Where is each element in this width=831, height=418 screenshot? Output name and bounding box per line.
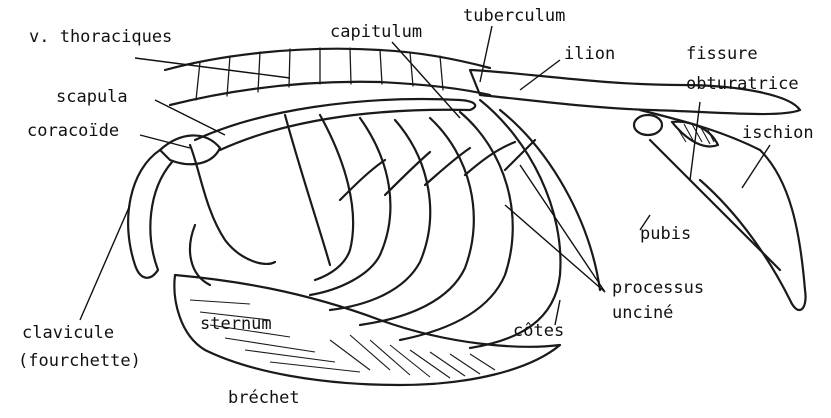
label-clavicule: clavicule — [22, 325, 114, 342]
furcula-bone — [128, 150, 172, 278]
label-sternum: sternum — [200, 316, 272, 333]
label-fissure: fissure — [686, 46, 758, 63]
label-scapula: scapula — [56, 89, 128, 106]
label-capitulum: capitulum — [330, 24, 422, 41]
scapula-bone — [195, 99, 475, 150]
label-ischion: ischion — [742, 125, 814, 142]
label-ilion: ilion — [564, 46, 615, 63]
label-uncine: unciné — [612, 305, 673, 322]
label-cotes: côtes — [513, 323, 564, 340]
ribs — [285, 100, 600, 348]
label-brechet: bréchet — [228, 390, 300, 407]
label-coracoide: coracoïde — [27, 123, 119, 140]
uncinate-processes — [340, 140, 535, 200]
label-obturatrice: obturatrice — [686, 76, 799, 93]
label-fourchette: (fourchette) — [18, 353, 141, 370]
label-thoracic-vertebrae: v. thoraciques — [29, 29, 172, 46]
label-tuberculum: tuberculum — [463, 8, 565, 25]
label-processus: processus — [612, 280, 704, 297]
label-pubis: pubis — [640, 226, 691, 243]
